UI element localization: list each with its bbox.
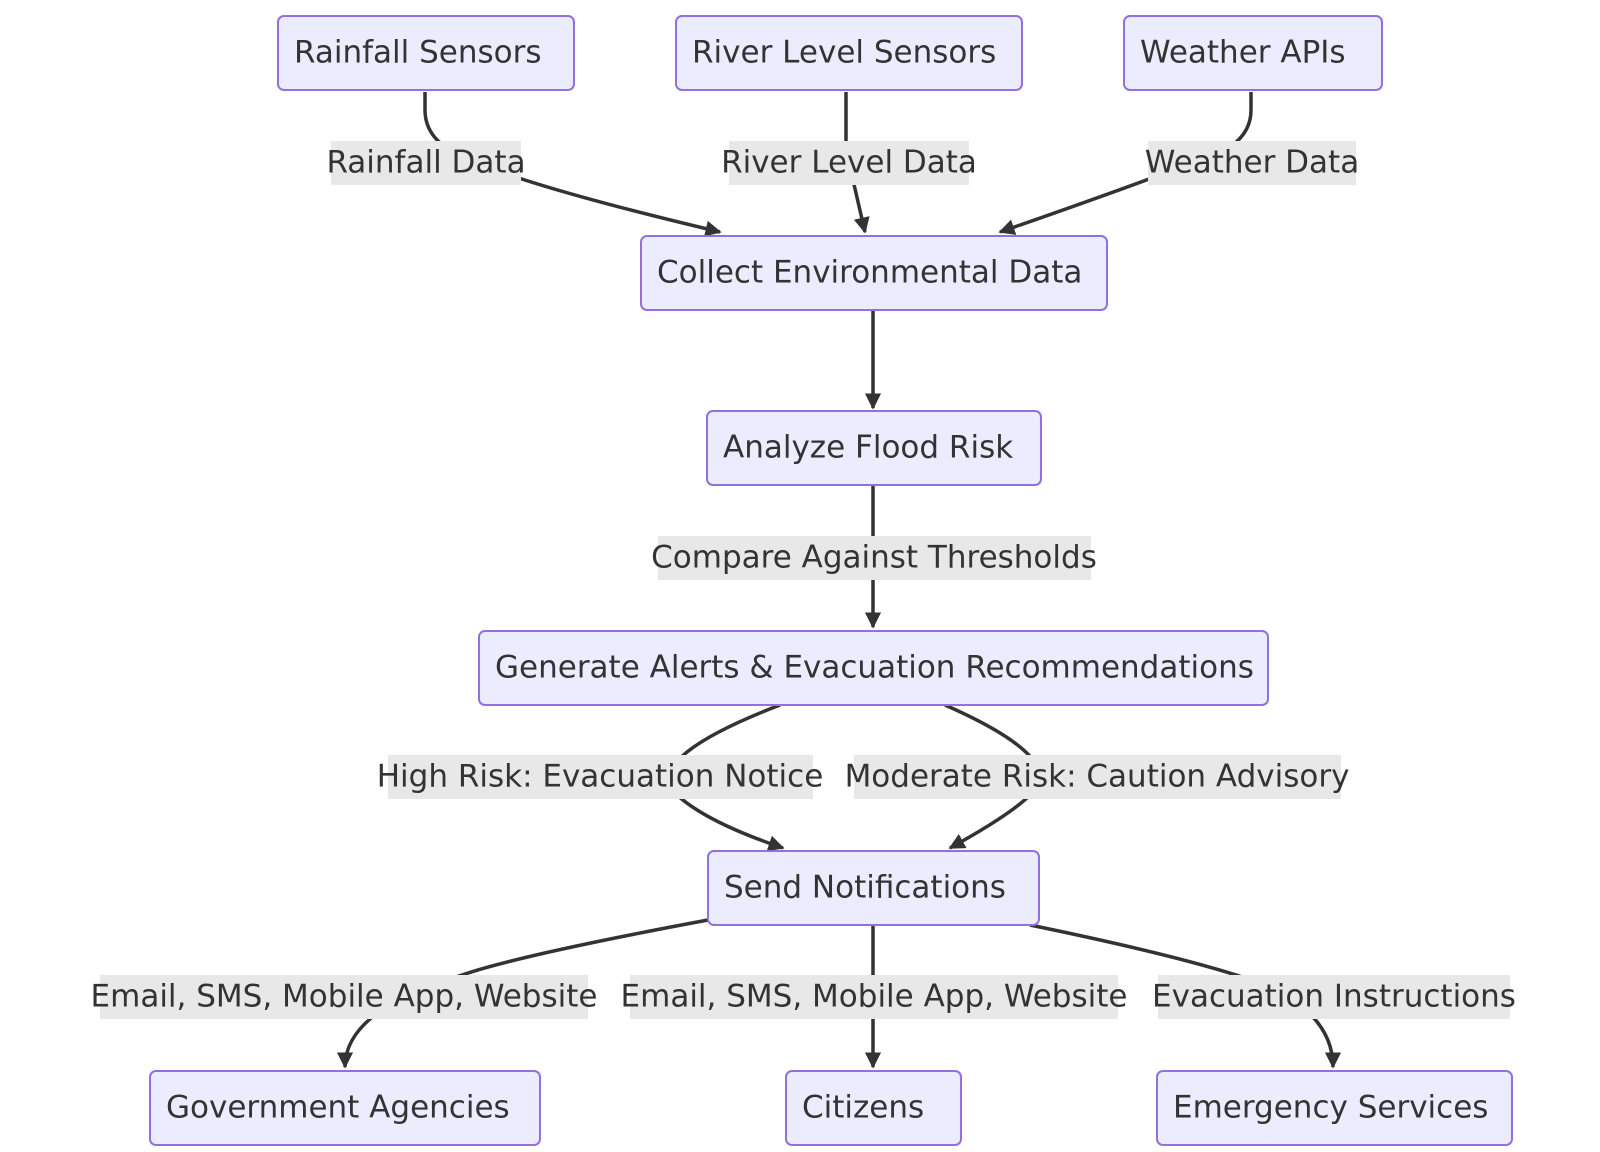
edge-label-moderate-risk: Moderate Risk: Caution Advisory (845, 755, 1350, 799)
svg-text:High Risk: Evacuation Notice: High Risk: Evacuation Notice (377, 759, 824, 795)
edge-labels: Rainfall Data River Level Data Weather D… (91, 141, 1516, 1019)
svg-text:Weather APIs: Weather APIs (1140, 35, 1346, 71)
svg-text:River Level Data: River Level Data (721, 145, 977, 181)
svg-text:Emergency Services: Emergency Services (1173, 1090, 1488, 1126)
svg-text:Compare Against Thresholds: Compare Against Thresholds (651, 540, 1097, 576)
svg-text:Moderate Risk: Caution Advisor: Moderate Risk: Caution Advisory (845, 759, 1350, 795)
svg-text:Send Notifications: Send Notifications (724, 870, 1006, 906)
edge-label-weather-data: Weather Data (1145, 141, 1359, 185)
node-collect-environmental-data[interactable]: Collect Environmental Data (640, 235, 1108, 311)
edge-label-high-risk: High Risk: Evacuation Notice (377, 755, 824, 799)
edge-label-citizen-channels: Email, SMS, Mobile App, Website (621, 975, 1128, 1019)
edge-label-rainfall-data: Rainfall Data (326, 141, 526, 185)
node-weather-apis[interactable]: Weather APIs (1123, 15, 1383, 91)
edge-send-to-government (336, 918, 709, 1069)
node-river-level-sensors[interactable]: River Level Sensors (675, 15, 1023, 91)
node-government-agencies[interactable]: Government Agencies (149, 1070, 541, 1146)
svg-text:Generate Alerts & Evacuation R: Generate Alerts & Evacuation Recommendat… (495, 650, 1254, 686)
svg-text:Rainfall Data: Rainfall Data (326, 145, 525, 181)
svg-text:Collect Environmental Data: Collect Environmental Data (657, 255, 1082, 291)
svg-text:Analyze Flood Risk: Analyze Flood Risk (723, 430, 1013, 466)
edge-label-compare: Compare Against Thresholds (651, 536, 1097, 580)
node-generate-alerts[interactable]: Generate Alerts & Evacuation Recommendat… (478, 630, 1269, 706)
node-emergency-services[interactable]: Emergency Services (1156, 1070, 1513, 1146)
svg-text:Government Agencies: Government Agencies (166, 1090, 510, 1126)
svg-text:Email, SMS, Mobile App, Websit: Email, SMS, Mobile App, Website (91, 979, 598, 1015)
node-rainfall-sensors[interactable]: Rainfall Sensors (277, 15, 575, 91)
svg-text:Weather Data: Weather Data (1145, 145, 1359, 181)
svg-text:Evacuation Instructions: Evacuation Instructions (1152, 979, 1516, 1015)
edge-label-evacuation-instructions: Evacuation Instructions (1152, 975, 1516, 1019)
svg-text:Email, SMS, Mobile App, Websit: Email, SMS, Mobile App, Website (621, 979, 1128, 1015)
svg-text:River Level Sensors: River Level Sensors (692, 35, 996, 71)
edge-label-river-level-data: River Level Data (721, 141, 977, 185)
edge-label-gov-channels: Email, SMS, Mobile App, Website (91, 975, 598, 1019)
node-citizens[interactable]: Citizens (785, 1070, 962, 1146)
node-analyze-flood-risk[interactable]: Analyze Flood Risk (706, 410, 1042, 486)
nodes: Rainfall Sensors River Level Sensors Wea… (149, 15, 1513, 1146)
node-send-notifications[interactable]: Send Notifications (707, 850, 1040, 926)
svg-text:Rainfall Sensors: Rainfall Sensors (294, 35, 542, 71)
svg-text:Citizens: Citizens (802, 1090, 924, 1126)
